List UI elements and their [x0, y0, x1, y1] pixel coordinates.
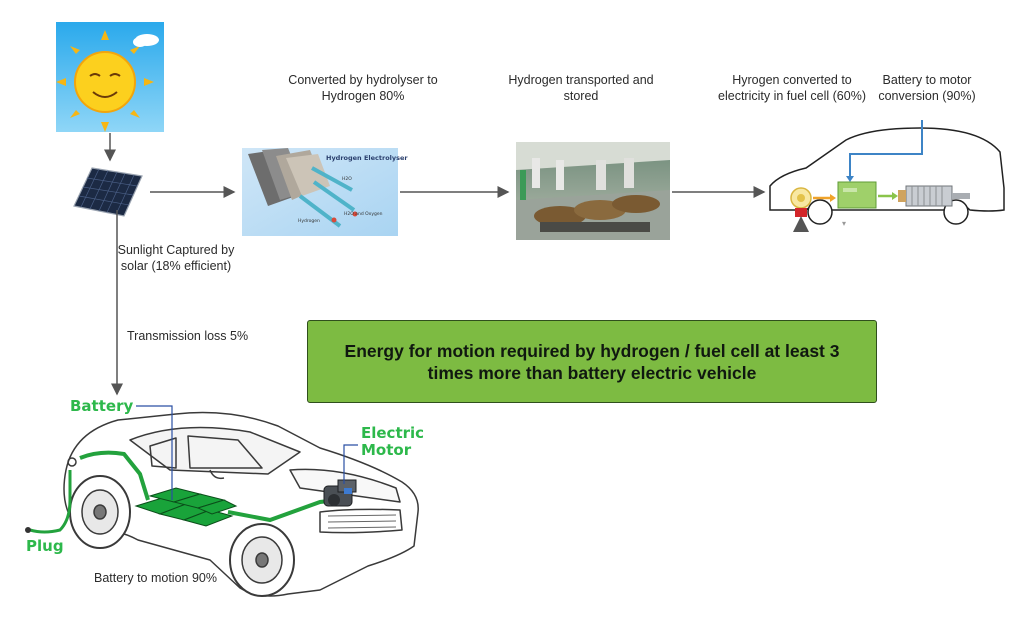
label-transmission: Transmission loss 5%: [127, 329, 249, 343]
svg-text:▾: ▾: [842, 219, 846, 228]
solar-panel-image: [73, 167, 143, 217]
electric-motor: [323, 479, 357, 507]
label-fuel-cell: Hyrogen converted to electricity in fuel…: [718, 73, 866, 103]
electrolyser-h2o-oxygen-label: H2O and Oxygen: [344, 211, 383, 217]
label-motor-conversion: Battery to motor conversion (90%): [878, 73, 976, 103]
label-transport: Hydrogen transported and stored: [508, 73, 654, 103]
electrolyser-image: Hydrogen Electrolyser H2O H2O and Oxygen…: [242, 148, 408, 236]
plug-label: Plug: [26, 537, 64, 555]
electrolyser-title: Hydrogen Electrolyser: [326, 154, 408, 162]
electrolyser-hydrogen-label: Hydrogen: [298, 218, 320, 224]
motor-leader-line: [343, 444, 358, 484]
sun-image: [56, 22, 164, 132]
electrolyser-h2o-label: H2O: [342, 176, 352, 182]
electric-motor-label: Electric Motor: [361, 424, 425, 459]
battery-label: Battery: [70, 397, 134, 415]
label-battery-motion: Battery to motion 90%: [94, 571, 217, 585]
battery-leader-line: [136, 405, 173, 500]
label-solar: Sunlight Captured by solar (18% efficien…: [117, 243, 235, 273]
label-hydrolyser: Converted by hydrolyser to Hydrogen 80%: [288, 73, 438, 103]
battery-pack: [134, 487, 238, 527]
conclusion-callout: Energy for motion required by hydrogen /…: [307, 320, 877, 403]
fuel-cell-car-diagram: ▾: [769, 120, 1005, 232]
storage-station-image: [516, 142, 670, 240]
